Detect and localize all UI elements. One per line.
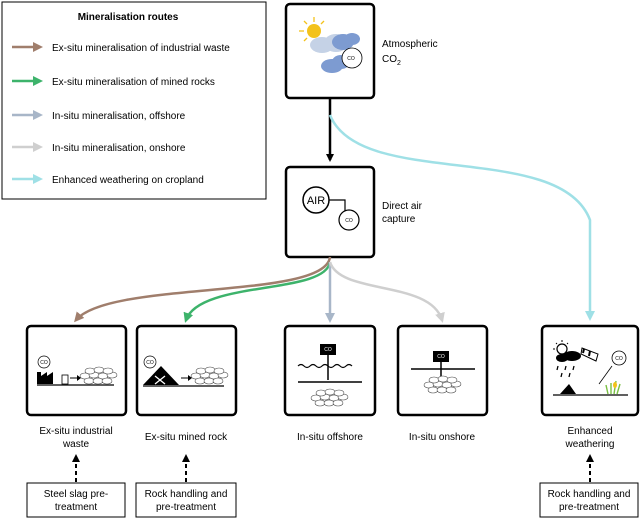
arrow-weathering [328, 114, 595, 321]
node-dac: AIR CO Direct air capture [284, 165, 423, 259]
atmospheric-co2-label: CO2 [382, 54, 401, 67]
pretreatment-industrial: Steel slag pre- treatment [26, 482, 126, 518]
pretreat-weathering-line2: pre-treatment [559, 502, 619, 513]
legend-item-industrial: Ex-situ mineralisation of industrial was… [12, 42, 230, 54]
onshore-label: In-situ onshore [409, 432, 476, 443]
rocks-icon-industrial [79, 366, 118, 385]
air-text: AIR [307, 195, 325, 207]
dac-label-line1: Direct air [382, 201, 423, 212]
rocks-icon-onshore [423, 375, 462, 394]
co2-badge-weathering: CO [615, 356, 623, 362]
mined-label: Ex-situ mined rock [145, 432, 228, 443]
pretreat-industrial-line2: treatment [55, 502, 97, 513]
pretreat-mined-line2: pre-treatment [156, 502, 216, 513]
arrow-industrial [74, 256, 332, 323]
legend-item-onshore: In-situ mineralisation, onshore [12, 142, 186, 154]
co2-badge-mined: CO [146, 360, 154, 366]
co2-badge-industrial: CO [40, 360, 48, 366]
node-atmospheric: CO Atmospheric CO2 [284, 2, 438, 100]
node-industrial: CO [25, 324, 128, 417]
legend-title: Mineralisation routes [78, 12, 179, 23]
pretreat-industrial-line1: Steel slag pre- [44, 489, 108, 500]
pretreatment-mined: Rock handling and pre-treatment [135, 482, 237, 518]
pretreatment-weathering: Rock handling and pre-treatment [539, 482, 639, 518]
legend: Mineralisation routes Ex-situ mineralisa… [1, 1, 267, 200]
onshore-injection-icon: CO [411, 351, 475, 378]
offshore-label: In-situ offshore [297, 432, 363, 443]
atmospheric-co2-sub: 2 [397, 60, 401, 67]
legend-label-weathering: Enhanced weathering on cropland [52, 175, 204, 186]
atmospheric-co2-text: CO [382, 54, 397, 65]
co2-badge-offshore: CO [324, 347, 332, 353]
industrial-label-line2: waste [62, 439, 90, 450]
weathering-icon: CO [553, 340, 628, 396]
co2-badge-onshore: CO [437, 354, 445, 360]
legend-label-onshore: In-situ mineralisation, onshore [52, 143, 186, 154]
legend-item-weathering: Enhanced weathering on cropland [12, 174, 204, 186]
node-offshore: CO [283, 324, 377, 417]
co2-badge-dac: CO [345, 218, 353, 224]
co2-badge-atmos: CO [347, 56, 355, 62]
legend-item-offshore: In-situ mineralisation, offshore [12, 110, 186, 122]
legend-label-industrial: Ex-situ mineralisation of industrial was… [52, 43, 230, 54]
node-onshore: CO [396, 324, 489, 417]
legend-label-mined: Ex-situ mineralisation of mined rocks [52, 77, 215, 88]
legend-item-mined: Ex-situ mineralisation of mined rocks [12, 76, 215, 88]
node-weathering: CO [540, 324, 640, 417]
mining-icon: CO [143, 355, 224, 387]
rocks-icon-offshore [310, 388, 349, 407]
industrial-label-line1: Ex-situ industrial [39, 426, 112, 437]
air-capture-icon: AIR CO [302, 186, 360, 231]
arrow-onshore [328, 261, 445, 323]
sun-cloud-icon: CO [299, 17, 363, 73]
dac-label-line2: capture [382, 214, 416, 225]
atmospheric-label: Atmospheric [382, 39, 438, 50]
pretreat-weathering-line1: Rock handling and [548, 489, 631, 500]
weathering-label-line2: weathering [565, 439, 615, 450]
node-mined: CO [135, 324, 238, 417]
weathering-label-line1: Enhanced [567, 426, 612, 437]
arrow-mined [183, 261, 332, 323]
pretreat-mined-line1: Rock handling and [145, 489, 228, 500]
offshore-injection-icon: CO [297, 344, 362, 383]
rocks-icon-mined [190, 366, 229, 385]
legend-label-offshore: In-situ mineralisation, offshore [52, 111, 186, 122]
factory-icon: CO [37, 355, 114, 386]
